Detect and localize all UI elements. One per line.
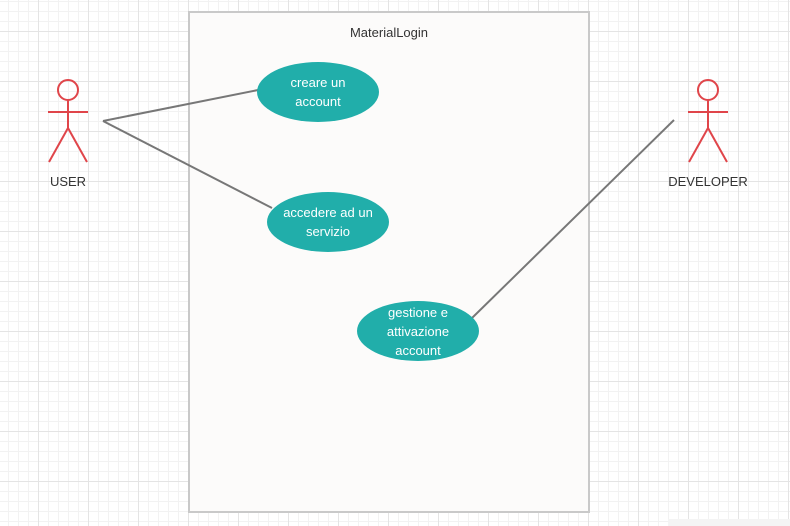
system-boundary[interactable]: MaterialLogin (188, 11, 590, 513)
use-case-manage-accounts[interactable]: gestione e attivazione account (357, 301, 479, 361)
use-case-label: creare un account (290, 75, 346, 109)
use-case-create-account[interactable]: creare un account (257, 62, 379, 122)
scroll-strip (668, 519, 790, 526)
use-case-access-service[interactable]: accedere ad un servizio (267, 192, 389, 252)
actor-user[interactable]: USER (28, 78, 108, 189)
actor-label: DEVELOPER (668, 174, 748, 189)
stick-figure-icon (48, 79, 88, 163)
actor-developer[interactable]: DEVELOPER (668, 78, 748, 189)
system-title: MaterialLogin (349, 25, 429, 40)
actor-label: USER (49, 174, 87, 189)
association-developer-manage-accounts[interactable] (471, 119, 675, 319)
association-user-access-service[interactable] (102, 120, 273, 209)
use-case-label: gestione e attivazione account (386, 304, 450, 358)
association-user-create-account[interactable] (102, 89, 259, 122)
stick-figure-icon (688, 79, 728, 163)
use-case-label: accedere ad un servizio (283, 205, 373, 239)
